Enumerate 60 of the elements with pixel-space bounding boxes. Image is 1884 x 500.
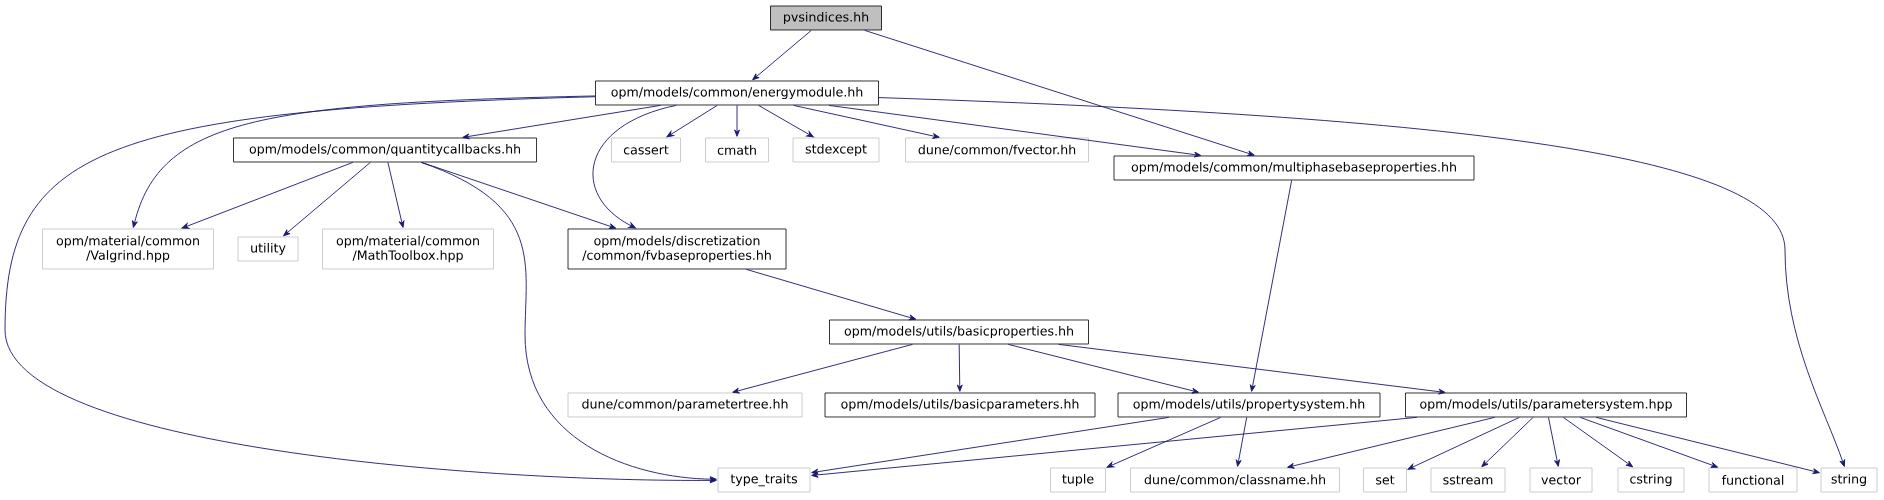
file-box: opm/models/common/quantitycallbacks.hh <box>233 137 537 163</box>
arrow <box>1407 416 1520 470</box>
arrow <box>4 96 717 484</box>
file-box: opm/material/common /MathToolbox.hpp <box>322 228 494 270</box>
arrow <box>1106 416 1222 468</box>
arrow <box>462 104 661 140</box>
arrow <box>1481 416 1534 468</box>
file-box: sstream <box>1430 467 1506 493</box>
arrow <box>793 104 940 139</box>
arrow <box>132 95 596 228</box>
arrow <box>758 104 814 138</box>
file-box: opm/models/utils/basicproperties.hh <box>829 319 1089 345</box>
file-box: cstring <box>1617 467 1685 493</box>
file-box: vector <box>1529 467 1593 493</box>
file-box: opm/models/common/multiphasebaseproperties.hh <box>1113 155 1475 181</box>
arrow <box>956 343 963 392</box>
arrow <box>1007 343 1200 394</box>
file-box: opm/material/common /Valgrind.hpp <box>42 228 214 270</box>
arrow <box>864 29 1255 157</box>
arrow <box>1548 416 1560 467</box>
file-box: pvsindices.hh <box>770 5 882 31</box>
arrow <box>387 161 405 228</box>
arrow <box>828 104 1202 158</box>
arrow <box>592 104 677 229</box>
arrow <box>1058 343 1446 395</box>
arrow <box>1235 416 1248 467</box>
file-box: dune/common/parametertree.hh <box>567 392 803 418</box>
file-box: string <box>1820 467 1878 493</box>
arrow <box>745 268 917 321</box>
arrow <box>421 161 617 229</box>
file-box: opm/models/discretization /common/fvbaseproperties.hh <box>567 228 787 270</box>
file-box: opm/models/common/energymodule.hh <box>595 80 879 106</box>
file-box: cmath <box>705 137 769 163</box>
arrow <box>811 416 1170 475</box>
file-box: opm/models/utils/propertysystem.hh <box>1117 392 1381 418</box>
arrow <box>811 416 1418 478</box>
arrow <box>666 104 718 138</box>
file-box: functional <box>1708 467 1798 493</box>
arrow <box>1249 179 1293 392</box>
file-box: tuple <box>1050 467 1106 493</box>
arrow <box>732 343 913 394</box>
arrow <box>1595 416 1820 474</box>
arrow <box>878 97 1846 467</box>
arrow <box>734 104 740 137</box>
file-box: dune/common/classname.hh <box>1130 467 1340 493</box>
file-box: opm/models/utils/parametersystem.hpp <box>1405 392 1687 418</box>
arrow <box>1287 416 1496 469</box>
arrow <box>752 29 812 81</box>
arrow <box>283 161 371 237</box>
file-box: type_traits <box>717 467 811 493</box>
file-box: dune/common/fvector.hh <box>905 137 1089 163</box>
arrow <box>181 161 354 229</box>
arrow <box>420 161 717 483</box>
file-box: utility <box>237 236 299 262</box>
arrow <box>1579 416 1719 468</box>
file-box: stdexcept <box>792 137 880 163</box>
arrow <box>1562 416 1634 468</box>
file-box: opm/models/utils/basicparameters.hh <box>824 392 1096 418</box>
file-box: cassert <box>611 137 681 163</box>
file-box: set <box>1363 467 1407 493</box>
